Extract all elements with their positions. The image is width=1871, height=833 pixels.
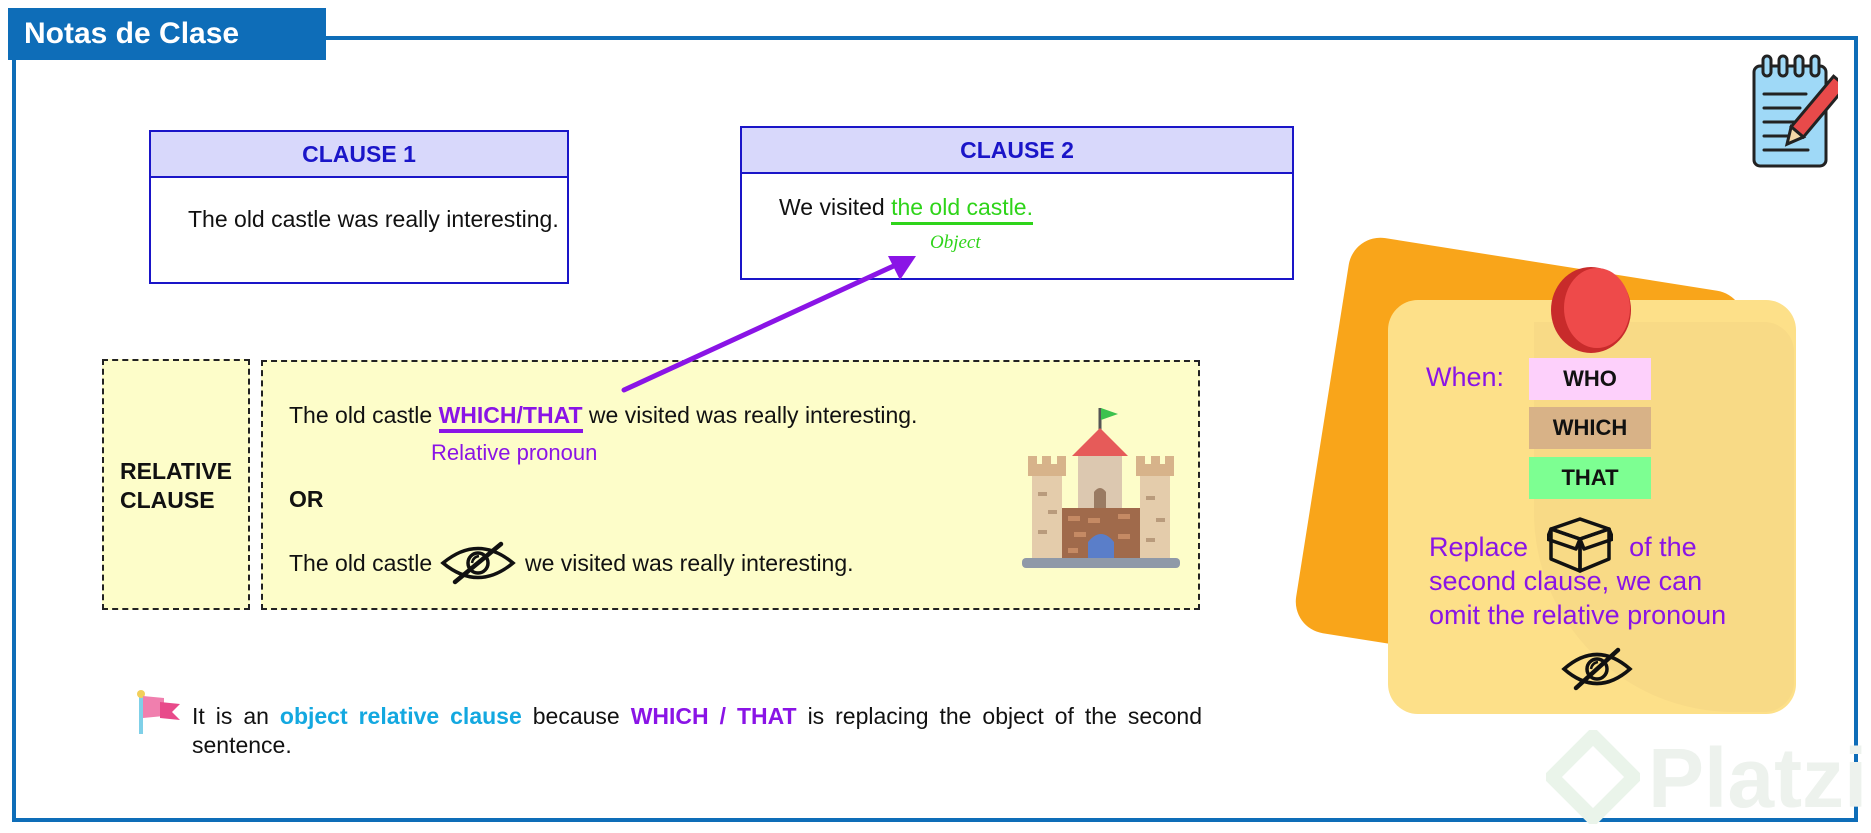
explanation-note: It is an object relative clause because … [192, 702, 1202, 760]
hidden-eye-icon [440, 541, 516, 585]
relative-pronoun-highlight: WHICH/THAT [438, 402, 583, 433]
note-which-that: WHICH / THAT [630, 703, 797, 729]
hidden-eye-icon [1561, 647, 1633, 691]
when-label: When: [1426, 362, 1505, 392]
relative-label-line2: CLAUSE [120, 487, 215, 513]
object-label: Object [930, 232, 981, 253]
clause2-object-highlight: the old castle. [891, 194, 1033, 225]
clause2-text-before: We visited [779, 194, 885, 220]
sentence1-end: we visited was really interesting. [588, 402, 918, 428]
replace-line3: omit the relative pronoun [1429, 600, 1727, 630]
sentence1-start: The old castle [289, 402, 433, 428]
note-part1: It is an [192, 703, 269, 729]
sentence2-start: The old castle [289, 550, 433, 576]
castle-icon [1022, 408, 1180, 568]
relative-clause-box: The old castle WHICH/THAT we visited was… [261, 360, 1200, 610]
relative-clause-label-box: RELATIVE CLAUSE [102, 359, 250, 610]
clause2-sentence: We visited the old castle. [779, 194, 1033, 225]
reference-arrow [621, 256, 916, 393]
clause1-title: CLAUSE 1 [151, 132, 567, 178]
clause2-box: CLAUSE 2 We visited the old castle. Obje… [740, 126, 1294, 280]
clause1-text: The old castle was really interesting. [188, 206, 559, 232]
pronoun-that: THAT [1529, 457, 1651, 499]
replace-rest: of the [1629, 532, 1697, 562]
clause2-title: CLAUSE 2 [742, 128, 1292, 174]
clause1-box: CLAUSE 1 The old castle was really inter… [149, 130, 569, 284]
note-part5: is replacing the object of the second [807, 703, 1203, 729]
relative-sentence-1: The old castle WHICH/THAT we visited was… [289, 402, 918, 433]
pronoun-which: WHICH [1529, 407, 1651, 449]
relative-label-line1: RELATIVE [120, 458, 233, 484]
box-icon [1547, 517, 1613, 573]
note-object-relative-clause: object relative clause [279, 703, 522, 729]
pronoun-who: WHO [1529, 358, 1651, 400]
platzi-watermark: Platzi [1540, 724, 1867, 825]
relative-clause-label: RELATIVE CLAUSE [120, 457, 232, 515]
note-part6: sentence. [192, 732, 292, 758]
page-title: Notas de Clase [8, 8, 326, 60]
platzi-logo-icon [1546, 730, 1640, 824]
replace-word: Replace [1429, 532, 1529, 562]
relative-pronoun-label: Relative pronoun [431, 440, 598, 465]
flag-icon [137, 690, 180, 734]
replace-line1: Replace of the [1429, 530, 1726, 564]
note-part3: because [532, 703, 620, 729]
sentence2-end: we visited was really interesting. [525, 550, 854, 576]
or-label: OR [289, 486, 324, 512]
platzi-brand: Platzi [1648, 731, 1868, 825]
notes-frame [12, 36, 1858, 822]
pushpin-icon [1551, 267, 1631, 353]
replace-line2: second clause, we can [1429, 566, 1703, 596]
replace-instructions: Replace of the second clause, we can omi… [1429, 530, 1726, 632]
notepad-pencil-icon [1752, 54, 1838, 168]
